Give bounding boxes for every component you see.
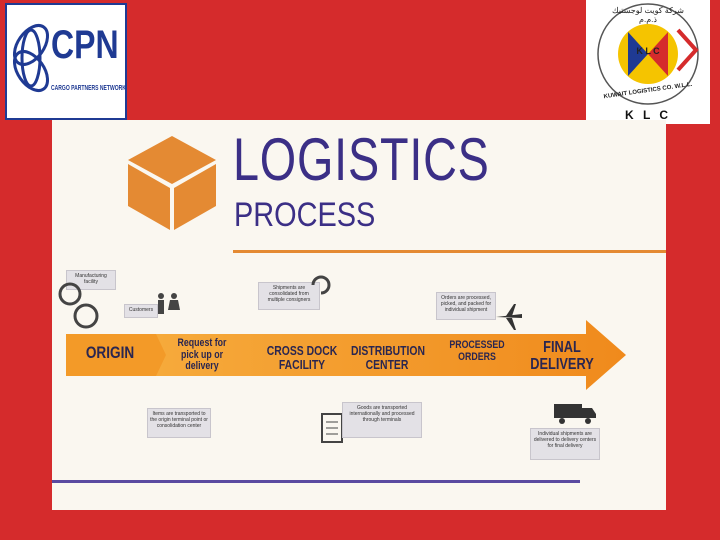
cpn-logo: CPN CARGO PARTNERS NETWORK: [5, 3, 127, 120]
note-orders-processed: Orders are processed, picked, and packed…: [436, 292, 496, 320]
note-international: Goods are transported internationally an…: [342, 402, 422, 438]
title-rule: [233, 250, 666, 253]
klc-letters: K L C: [626, 46, 670, 56]
note-final-delivery: Individual shipments are delivered to de…: [530, 428, 600, 460]
box-icon: [124, 132, 220, 232]
cpn-logo-name: CPN: [51, 23, 119, 68]
logistics-infographic: LOGISTICS PROCESS ORIGIN Request for pic…: [52, 120, 666, 510]
title-logistics: LOGISTICS: [233, 130, 490, 190]
stage-processed: PROCESSED ORDERS: [449, 340, 505, 363]
airplane-icon: [494, 302, 524, 332]
klc-logo: شركة كويت لوجستيك ذ.م.م KUWAIT LOGISTICS…: [586, 0, 710, 124]
stage-origin: ORIGIN: [78, 344, 142, 362]
stage-final-delivery: FINAL DELIVERY: [530, 340, 594, 374]
stage-cross-dock: CROSS DOCK FACILITY: [266, 344, 338, 371]
people-icon: [154, 292, 182, 318]
gears-icon: [56, 280, 104, 330]
stage-request: Request for pick up or delivery: [170, 338, 234, 373]
cpn-logo-subtitle: CARGO PARTNERS NETWORK: [51, 85, 123, 92]
note-customers: Customers: [124, 304, 158, 318]
note-transported-origin: Items are transported to the origin term…: [147, 408, 211, 438]
truck-icon: [552, 400, 598, 426]
title-process: PROCESS: [234, 198, 375, 232]
klc-arabic-text: شركة كويت لوجستيك ذ.م.م: [602, 6, 694, 24]
bottom-rule: [52, 480, 580, 483]
stage-distribution: DISTRIBUTION CENTER: [351, 344, 423, 371]
refresh-icon: [308, 272, 334, 298]
